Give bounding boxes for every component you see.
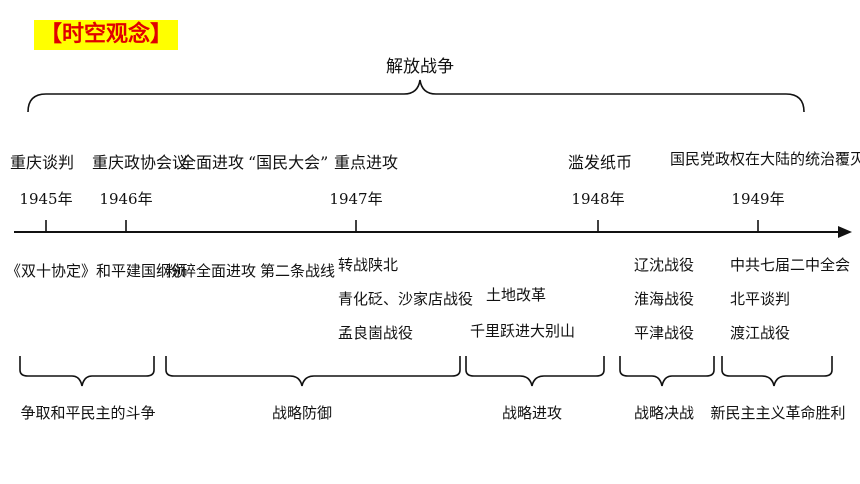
event-pingjin: 平津战役: [634, 324, 695, 342]
section-title: 【时空观念】: [34, 20, 179, 50]
year-1949: 1949年: [731, 190, 785, 208]
stage-peace-democracy: 争取和平民主的斗争: [20, 404, 156, 422]
year-1945: 1945年: [19, 190, 73, 208]
event-pcc: 重庆政协会议: [92, 153, 189, 172]
stage-brace-3: [465, 356, 605, 387]
event-land-reform: 土地改革: [486, 286, 547, 304]
event-paper-money: 滥发纸币: [568, 153, 633, 172]
year-1947: 1947年: [329, 190, 383, 208]
event-key-offensive: 重点进攻: [334, 153, 399, 172]
top-brace-label: 解放战争: [386, 57, 454, 77]
timeline-arrow: [838, 226, 852, 238]
event-kmt-collapse: 国民党政权在大陆的统治覆灭: [670, 150, 860, 168]
event-second-plenum: 中共七届二中全会: [730, 256, 851, 274]
event-full-offensive: 全面进攻: [180, 153, 245, 172]
stage-strategic-offensive: 战略进攻: [501, 404, 563, 422]
stage-revolution-victory: 新民主主义革命胜利: [710, 404, 846, 422]
year-1948: 1948年: [571, 190, 625, 208]
event-menglianggu: 孟良崮战役: [338, 324, 414, 342]
event-national-assembly: “国民大会”: [248, 153, 329, 172]
event-double-tenth: 《双十协定》和平建国纲领: [6, 262, 187, 280]
event-beiping-talks: 北平谈判: [730, 290, 791, 308]
event-dabie-mountains: 千里跃进大别山: [470, 322, 576, 340]
event-huaihai: 淮海战役: [634, 290, 695, 308]
stage-brace-1: [19, 356, 155, 387]
event-qinghuabian: 青化砭、沙家店战役: [338, 290, 474, 308]
event-liaoshen: 辽沈战役: [634, 256, 695, 274]
stage-brace-2: [165, 356, 461, 387]
stage-strategic-defense: 战略防御: [271, 404, 333, 422]
event-second-front: 第二条战线: [260, 262, 336, 280]
event-yangtze-crossing: 渡江战役: [730, 324, 791, 342]
stage-brace-5: [721, 356, 833, 387]
stage-brace-4: [619, 356, 715, 387]
event-chongqing-talks: 重庆谈判: [10, 153, 75, 172]
stage-decisive-battle: 战略决战: [633, 404, 695, 422]
top-brace: [27, 79, 805, 113]
event-smash-offensive: 粉碎全面进攻: [166, 262, 257, 280]
year-1946: 1946年: [99, 190, 153, 208]
event-shaanbei: 转战陕北: [338, 256, 399, 274]
